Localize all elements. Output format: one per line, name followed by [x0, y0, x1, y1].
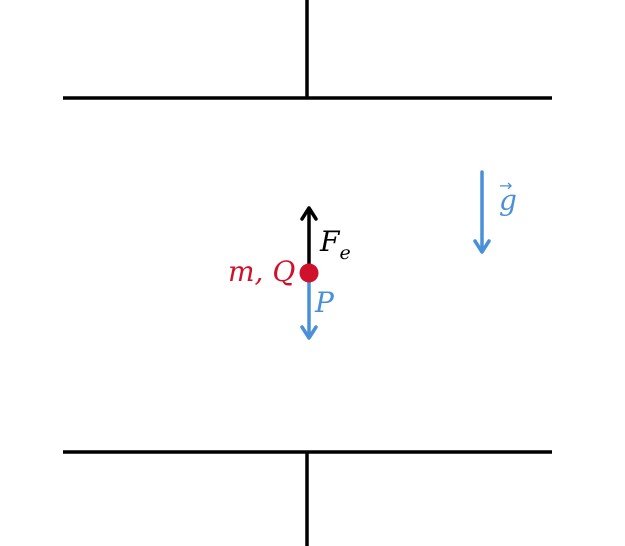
electric-force-label: Fe — [319, 225, 351, 264]
gravity-arrow — [473, 170, 491, 254]
particle-dot — [299, 263, 319, 283]
weight-label: P — [314, 286, 335, 319]
electric-force-arrow — [300, 206, 318, 270]
electric-force-subscript: e — [339, 242, 350, 264]
weight-arrow — [300, 276, 318, 340]
particle-label: m, Q — [228, 255, 295, 288]
gravity-label: g — [499, 184, 517, 217]
gravity-vector-mark: → — [499, 176, 512, 195]
